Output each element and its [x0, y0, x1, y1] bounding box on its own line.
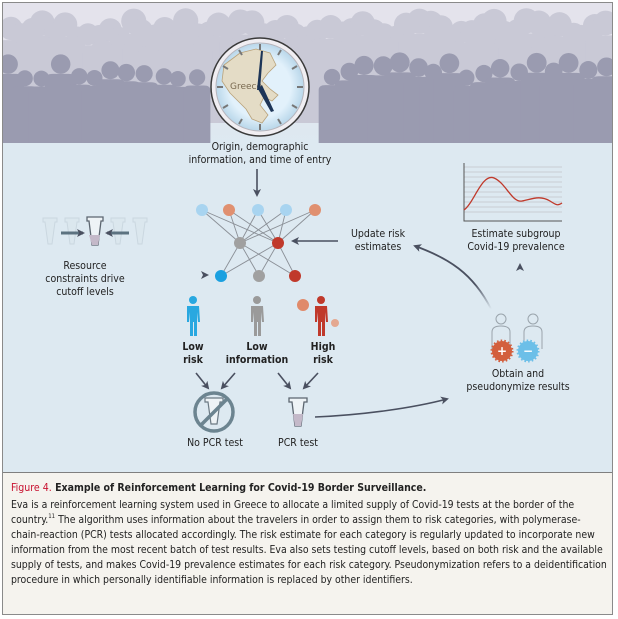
network-input-node	[280, 204, 292, 216]
diagram-panel: Greece	[3, 3, 612, 473]
low-information-person-icon	[251, 296, 264, 336]
pcr-test-label: PCR test	[278, 437, 318, 449]
network-edge	[201, 209, 279, 244]
network-edge	[277, 209, 316, 244]
crowd-person-front-head	[50, 54, 71, 74]
crowd-person-front-head	[458, 69, 475, 86]
figure-label: Figure 4.	[11, 482, 52, 494]
network-input-node	[223, 204, 235, 216]
category-arrows	[195, 372, 319, 390]
negative-result-icon: −	[516, 339, 540, 363]
network-edge	[277, 242, 296, 277]
crowd-person-front-head	[135, 65, 153, 83]
caption-title-text: Example of Reinforcement Learning for Co…	[55, 482, 427, 494]
crowd-person-front-head	[189, 69, 206, 86]
crowd-person-front-head	[16, 70, 33, 87]
network-edge	[257, 209, 279, 244]
crowd-person-front	[183, 85, 211, 143]
network-edge	[239, 242, 296, 277]
network-edge	[201, 209, 241, 244]
neural-network	[196, 204, 321, 282]
crowd-person-front-head	[558, 53, 579, 73]
reference-superscript[interactable]: 11	[48, 513, 56, 521]
network-output-node	[215, 270, 227, 282]
arrow-pcr-to-results	[314, 396, 449, 418]
network-input-node	[309, 204, 321, 216]
prevalence-chart-icon	[463, 163, 563, 222]
crowd-person-front-head	[579, 61, 598, 80]
svg-text:+: +	[497, 344, 507, 358]
input-label: Origin, demographic information, and tim…	[188, 141, 332, 166]
crowd-person-front-head	[409, 58, 428, 77]
network-hidden-node	[272, 237, 284, 249]
network-edge	[220, 242, 241, 277]
figure-caption: Figure 4. Example of Reinforcement Learn…	[3, 473, 612, 614]
crowd-person-front-head	[354, 55, 374, 76]
crowd-person-front-head	[490, 58, 510, 78]
network-edge	[239, 209, 316, 244]
category-high-risk-label: High risk	[310, 341, 336, 366]
virus-icon	[297, 299, 339, 327]
crowd-person-front-head	[169, 70, 186, 87]
caption-title: Figure 4. Example of Reinforcement Learn…	[11, 482, 426, 494]
estimate-prevalence-label: Estimate subgroup Covid-19 prevalence	[467, 228, 565, 253]
diagram-canvas: Greece	[3, 8, 612, 433]
crowd-person-front-head	[117, 63, 136, 82]
crowd-person-front-head	[155, 68, 173, 85]
low-risk-person-icon	[187, 296, 200, 336]
crowd-person-front-head	[475, 64, 493, 83]
network-edge	[258, 242, 279, 277]
crowd-person-back-head	[593, 10, 612, 36]
no-pcr-test-label: No PCR test	[187, 437, 243, 449]
no-pcr-test-icon	[193, 391, 235, 433]
svg-text:−: −	[523, 344, 533, 358]
network-edge	[239, 209, 259, 244]
resource-label: Resource constraints drive cutoff levels	[45, 260, 125, 298]
network-edge	[228, 209, 279, 244]
result-persons-icon	[491, 313, 543, 349]
risk-category-persons	[187, 296, 328, 336]
crowd-person-front-head	[389, 52, 410, 73]
crowd-person-front-head	[439, 53, 460, 74]
crowd-person-front-head	[597, 57, 612, 77]
network-input-node	[252, 204, 264, 216]
crowd-person-front-head	[323, 68, 341, 86]
crowd-person-front-head	[373, 56, 393, 76]
resource-tubes-icon	[42, 216, 148, 246]
network-input-node	[196, 204, 208, 216]
crowd-person-front-head	[3, 54, 18, 74]
map-label: Greece	[230, 82, 262, 92]
network-edge	[239, 209, 287, 244]
high-risk-person-icon	[315, 296, 328, 336]
caption-body: Eva is a reinforcement learning system u…	[11, 499, 607, 587]
crowd-person-front	[591, 76, 612, 143]
update-risk-label: Update risk estimates	[350, 228, 406, 253]
clock-minute-hand	[257, 51, 263, 90]
pcr-test-icon	[288, 397, 308, 427]
network-output-node	[289, 270, 301, 282]
crowd-person-front-head	[70, 68, 88, 85]
network-output-node	[253, 270, 265, 282]
category-low-information-label: Low information	[225, 341, 289, 366]
crowd-person-front-head	[526, 52, 547, 73]
arrow-results-to-update	[413, 244, 492, 310]
positive-result-icon: +	[490, 339, 514, 363]
clock-icon: Greece	[210, 37, 310, 137]
crowd-front-row	[3, 52, 612, 143]
crowd-person-front-head	[101, 61, 120, 80]
network-hidden-node	[234, 237, 246, 249]
figure-frame	[2, 2, 613, 615]
obtain-results-label: Obtain and pseudonymize results	[466, 368, 570, 393]
clock-hour-hand	[258, 85, 274, 112]
category-low-risk-label: Low risk	[182, 341, 204, 366]
network-edge	[220, 242, 279, 277]
